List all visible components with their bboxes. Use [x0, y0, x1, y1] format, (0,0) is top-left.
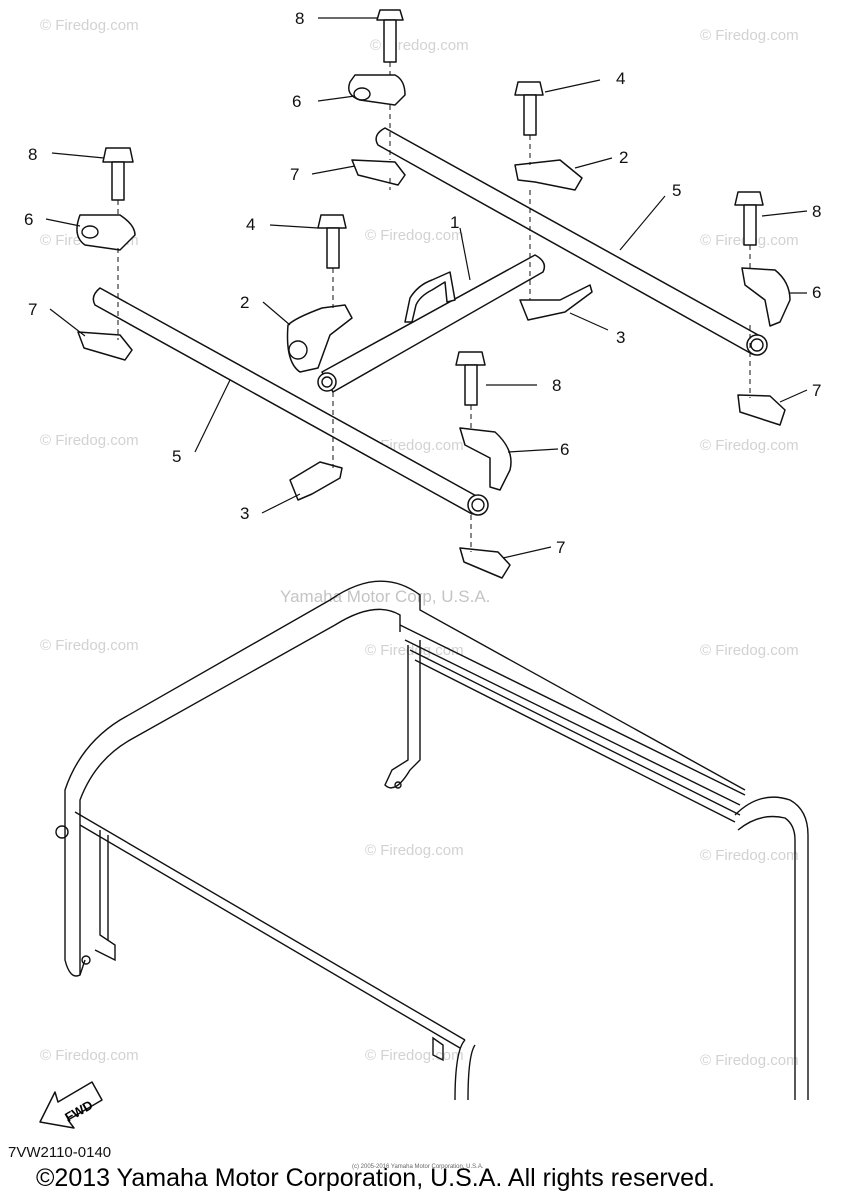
watermark-text: © Firedog.com: [365, 227, 464, 244]
rack-tubes: [92, 127, 768, 516]
assembly-lines: [117, 62, 751, 552]
corp-watermark: Yamaha Motor Corp, U.S.A.: [280, 587, 490, 606]
diagram-code: 7VW2110-0140: [8, 1144, 111, 1161]
callout-label: 7: [290, 165, 299, 184]
clamps: [76, 74, 791, 579]
tube-center: [321, 254, 546, 393]
callout-label: 2: [240, 293, 249, 312]
callout-labels: 8 6 4 2 7 8 6 1 5 8 4 2 6 7 3 5 8 6 7 3 …: [24, 9, 821, 557]
fwd-arrow-icon: [39, 1081, 103, 1129]
callout-label: 4: [616, 69, 625, 88]
callout-label: 3: [616, 328, 625, 347]
tube-left: [92, 287, 481, 515]
callout-label: 2: [619, 148, 628, 167]
watermark-text: © Firedog.com: [365, 842, 464, 859]
callout-label: 7: [812, 381, 821, 400]
callout-label: 6: [812, 283, 821, 302]
callout-label: 5: [672, 181, 681, 200]
watermark-text: © Firedog.com: [700, 642, 799, 659]
watermark-text: © Firedog.com: [700, 437, 799, 454]
watermark-text: © Firedog.com: [40, 17, 139, 34]
watermark-text: © Firedog.com: [700, 27, 799, 44]
watermark-text: © Firedog.com: [700, 847, 799, 864]
callout-label: 8: [28, 145, 37, 164]
callout-label: 7: [28, 300, 37, 319]
watermark-text: © Firedog.com: [365, 1047, 464, 1064]
roll-cage-frame: [55, 580, 809, 1101]
callout-label: 6: [560, 440, 569, 459]
fwd-arrow: FWD: [39, 1081, 103, 1129]
callout-label: 7: [556, 538, 565, 557]
leader-lines: [45, 17, 808, 559]
callout-label: 4: [246, 215, 255, 234]
callout-label: 8: [295, 9, 304, 28]
tube-right: [375, 127, 761, 355]
callout-label: 6: [292, 92, 301, 111]
watermark-layer: © Firedog.com © Firedog.com © Firedog.co…: [40, 17, 799, 1069]
callout-label: 1: [450, 213, 459, 232]
watermark-text: © Firedog.com: [700, 1052, 799, 1069]
watermark-text: © Firedog.com: [40, 432, 139, 449]
callout-label: 8: [552, 376, 561, 395]
watermark-text: © Firedog.com: [40, 637, 139, 654]
callout-label: 5: [172, 447, 181, 466]
fine-print: (c) 2005-2016 Yamaha Motor Corporation, …: [352, 1164, 484, 1170]
watermark-text: © Firedog.com: [40, 1047, 139, 1064]
copyright-text: ©2013 Yamaha Motor Corporation, U.S.A. A…: [36, 1164, 715, 1192]
callout-label: 6: [24, 210, 33, 229]
watermark-text: © Firedog.com: [365, 642, 464, 659]
bolts: [102, 9, 764, 406]
callout-label: 3: [240, 504, 249, 523]
callout-label: 8: [812, 202, 821, 221]
